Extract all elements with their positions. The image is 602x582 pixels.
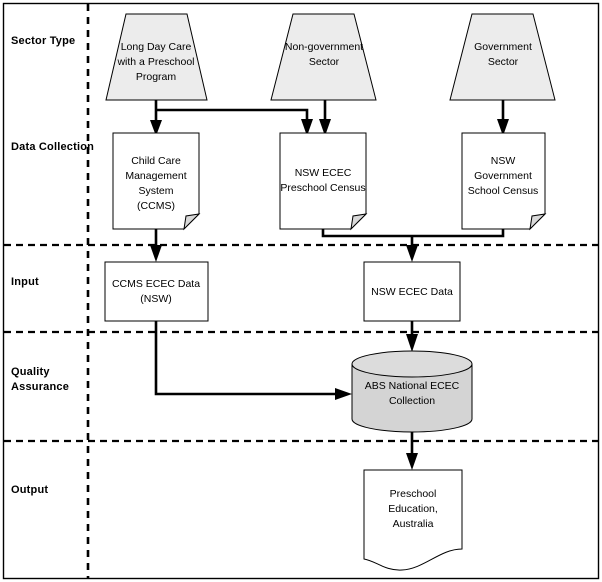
connector-ccms-data-to-abs (154, 321, 340, 396)
lane-label-quality-assurance-line2: Assurance (11, 381, 69, 393)
arrowhead-ccms-data-to-abs (335, 388, 352, 400)
node-long-day-care[interactable]: Long Day Care with a Preschool Program (105, 13, 208, 101)
node-school-census-document[interactable]: NSW Government School Census (461, 132, 547, 231)
school-census-label-line3: School Census (468, 185, 539, 197)
node-abs-national-ecec-collection[interactable]: ABS National ECEC Collection (351, 350, 473, 433)
long-day-care-label-line3: Program (136, 71, 177, 83)
long-day-care-label-line1: Long Day Care (121, 41, 192, 53)
government-sector-trapezoid (449, 13, 556, 101)
lane-label-input: Input (11, 276, 39, 288)
non-government-sector-label-line2: Sector (309, 56, 340, 68)
node-government-sector[interactable]: Government Sector (449, 13, 556, 101)
arrowhead-ldc-to-preschool-census (301, 119, 313, 136)
abs-collection-cylinder-body (351, 363, 473, 433)
node-non-government-sector[interactable]: Non-government Sector (270, 13, 377, 101)
abs-collection-cylinder-top (351, 350, 473, 378)
ccms-label-line1: Child Care (131, 155, 181, 167)
preschool-education-australia-label-line2: Education, (388, 503, 438, 515)
preschool-education-australia-label-line1: Preschool (390, 488, 437, 500)
arrowhead-merge-to-nsw-data (406, 245, 418, 262)
ccms-document-fold-icon (183, 213, 201, 231)
node-ccms-document[interactable]: Child Care Management System (CCMS) (112, 132, 201, 231)
school-census-document-fold-icon (529, 213, 547, 231)
ccms-label-line4: (CCMS) (137, 200, 175, 212)
preschool-census-document-shape (279, 132, 367, 230)
government-sector-label-line2: Sector (488, 56, 519, 68)
lane-label-data-collection: Data Collection (11, 141, 94, 153)
node-preschool-census-document[interactable]: NSW ECEC Preschool Census (279, 132, 368, 231)
non-government-sector-label-line1: Non-government (285, 41, 363, 53)
abs-collection-label-line1: ABS National ECEC (365, 380, 460, 392)
abs-collection-label-line2: Collection (389, 395, 435, 407)
preschool-education-australia-shape (363, 469, 463, 571)
long-day-care-label-line2: with a Preschool (116, 56, 194, 68)
arrowhead-nsw-data-to-abs (406, 334, 418, 352)
school-census-label-line1: NSW (491, 155, 516, 167)
arrowhead-nongov-to-preschool-census (319, 119, 331, 136)
lane-label-quality-assurance-line1: Quality (11, 366, 50, 378)
arrowhead-ldc-to-ccms (150, 120, 162, 136)
ccms-ecec-data-box (104, 261, 209, 322)
non-government-sector-trapezoid (270, 13, 377, 101)
preschool-education-australia-label-line3: Australia (393, 518, 434, 530)
arrowhead-ccms-to-ccms-data (150, 245, 162, 262)
nsw-ecec-data-box (363, 261, 461, 322)
government-sector-label-line1: Government (474, 41, 532, 53)
ccms-ecec-data-label-line1: CCMS ECEC Data (112, 278, 200, 290)
connector-ldc-to-preschool-census (156, 108, 309, 124)
lane-label-output: Output (11, 484, 48, 496)
lane-label-sector-type: Sector Type (11, 35, 75, 47)
long-day-care-trapezoid (105, 13, 208, 101)
arrowhead-abs-to-output (406, 453, 418, 470)
node-ccms-ecec-data[interactable]: CCMS ECEC Data (NSW) (104, 261, 209, 322)
preschool-census-label-line2: Preschool Census (280, 182, 365, 194)
ccms-ecec-data-label-line2: (NSW) (140, 293, 172, 305)
arrowhead-gov-to-school-census (497, 119, 509, 136)
nsw-ecec-data-label-line1: NSW ECEC Data (371, 286, 453, 298)
node-preschool-education-australia[interactable]: Preschool Education, Australia (363, 469, 463, 571)
preschool-census-label-line1: NSW ECEC (295, 167, 352, 179)
connector-census-merge (321, 229, 505, 238)
school-census-label-line2: Government (474, 170, 532, 182)
node-nsw-ecec-data[interactable]: NSW ECEC Data (363, 261, 461, 322)
preschool-census-document-fold-icon (350, 213, 368, 231)
ccms-label-line3: System (138, 185, 173, 197)
ccms-label-line2: Management (125, 170, 186, 182)
